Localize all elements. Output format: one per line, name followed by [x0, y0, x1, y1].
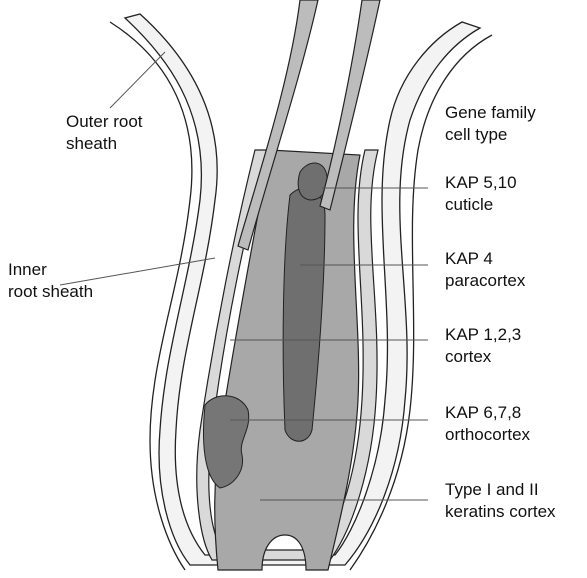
- label-kap-1-2-3-line2: cortex: [445, 347, 492, 366]
- label-header: Gene family cell type: [445, 103, 540, 144]
- label-inner-root-sheath-line1: Inner: [8, 260, 47, 279]
- label-inner-root-sheath-line2: root sheath: [8, 282, 93, 301]
- label-outer-root-sheath: Outer root sheath: [66, 112, 147, 153]
- label-outer-root-sheath-line2: sheath: [66, 134, 117, 153]
- label-kap-5-10: KAP 5,10 cuticle: [445, 173, 521, 214]
- label-kap-5-10-line1: KAP 5,10: [445, 173, 517, 192]
- label-kap-6-7-8: KAP 6,7,8 orthocortex: [445, 403, 531, 444]
- label-kap-4-line1: KAP 4: [445, 249, 493, 268]
- label-header-line2: cell type: [445, 125, 507, 144]
- label-kap-4: KAP 4 paracortex: [445, 249, 526, 290]
- label-inner-root-sheath: Inner root sheath: [8, 260, 93, 301]
- label-kap-6-7-8-line1: KAP 6,7,8: [445, 403, 521, 422]
- label-outer-root-sheath-line1: Outer root: [66, 112, 143, 131]
- label-header-line1: Gene family: [445, 103, 536, 122]
- label-kap-5-10-line2: cuticle: [445, 195, 493, 214]
- label-type-i-ii-line2: keratins cortex: [445, 502, 556, 521]
- label-type-i-ii: Type I and II keratins cortex: [445, 480, 556, 521]
- label-kap-1-2-3: KAP 1,2,3 cortex: [445, 325, 526, 366]
- label-kap-1-2-3-line1: KAP 1,2,3: [445, 325, 521, 344]
- outer-boundary-left: [110, 22, 192, 570]
- label-type-i-ii-line1: Type I and II: [445, 480, 539, 499]
- label-kap-6-7-8-line2: orthocortex: [445, 425, 531, 444]
- label-kap-4-line2: paracortex: [445, 271, 526, 290]
- leader-outer-root-sheath: [110, 52, 165, 108]
